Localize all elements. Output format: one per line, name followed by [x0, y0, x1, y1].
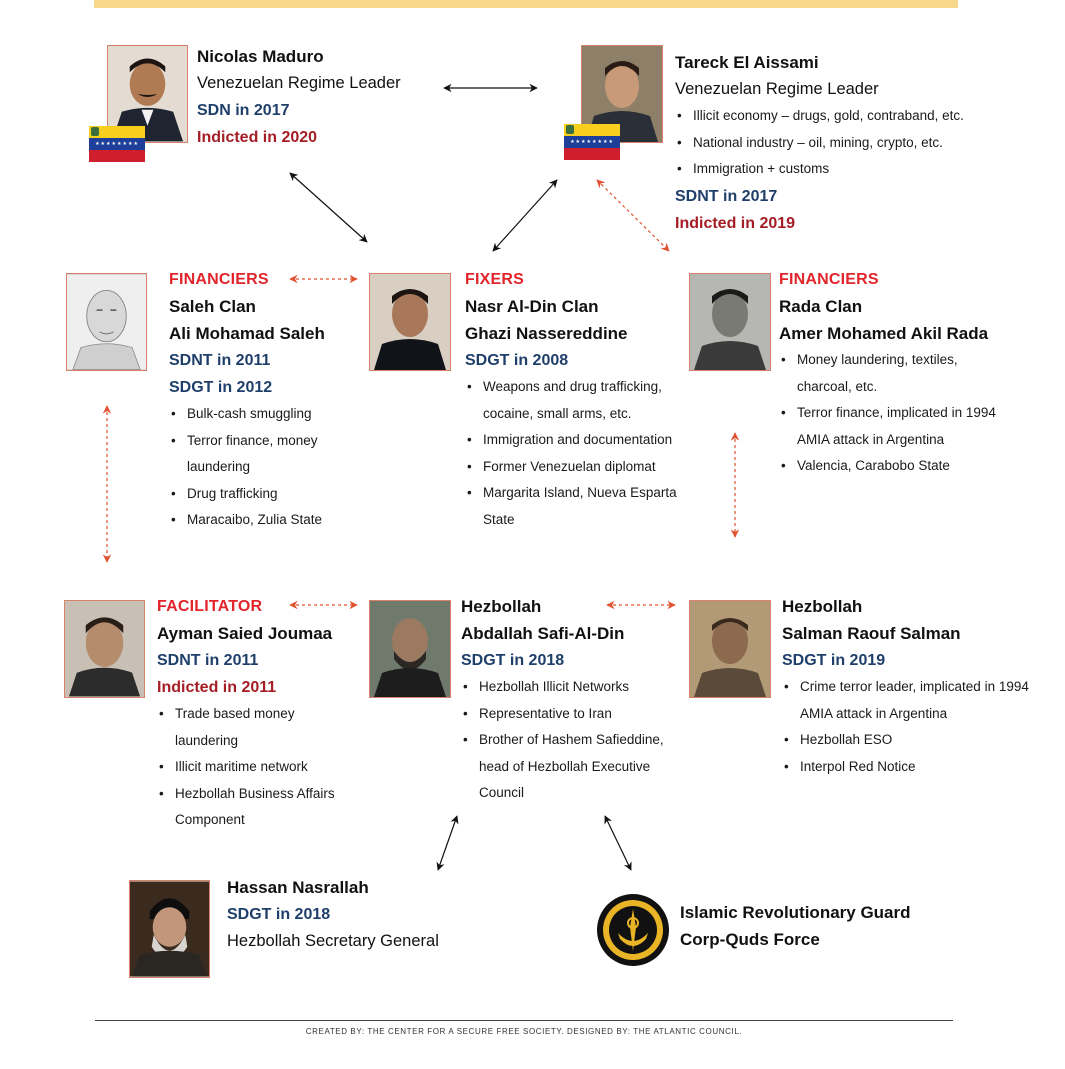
maduro-name: Nicolas Maduro [197, 47, 324, 66]
safialdin-name: Abdallah Safi-Al-Din [461, 624, 625, 643]
maduro-role: Venezuelan Regime Leader [197, 74, 401, 92]
safialdin-bullet: Brother of Hashem Safieddine, head of He… [461, 727, 686, 807]
nasrallah-designation: SDGT in 2018 [227, 906, 331, 923]
link-safialdin-nasrallah [436, 815, 459, 871]
maduro-photo [107, 45, 188, 143]
joumaa-category: FACILITATOR [157, 598, 263, 615]
rada-photo [689, 273, 771, 371]
joumaa-photo [64, 600, 145, 698]
aissami-bullet: Immigration + customs [675, 156, 1055, 183]
nasreddine-block: FIXERS Nasr Al-Din Clan Ghazi Nassereddi… [465, 266, 685, 533]
nasrallah-role: Hezbollah Secretary General [227, 932, 439, 950]
aissami-block: Tareck El Aissami Venezuelan Regime Lead… [675, 49, 1055, 237]
aissami-role: Venezuelan Regime Leader [675, 80, 879, 98]
maduro-designation: SDN in 2017 [197, 102, 290, 119]
salman-photo [689, 600, 771, 698]
nasreddine-designation: SDGT in 2008 [465, 352, 569, 369]
safialdin-block: Hezbollah Abdallah Safi-Al-Din SDGT in 2… [461, 593, 691, 807]
nasreddine-group: Nasr Al-Din Clan [465, 297, 599, 316]
rada-bullet: Terror finance, implicated in 1994 AMIA … [779, 400, 1024, 453]
rada-block: FINANCIERS Rada Clan Amer Mohamed Akil R… [779, 266, 1039, 480]
rada-category: FINANCIERS [779, 271, 879, 288]
saleh-group: Saleh Clan [169, 297, 256, 316]
nasreddine-bullet: Immigration and documentation [465, 427, 680, 454]
nasreddine-photo [369, 273, 451, 371]
maduro-indictment: Indicted in 2020 [197, 129, 318, 146]
nasreddine-bullet: Former Venezuelan diplomat [465, 454, 680, 481]
joumaa-designation: SDNT in 2011 [157, 652, 259, 669]
saleh-block: FINANCIERS Saleh Clan Ali Mohamad Saleh … [169, 266, 359, 534]
safialdin-bullets: Hezbollah Illicit Networks Representativ… [461, 674, 686, 807]
top-accent-bar [94, 0, 958, 8]
aissami-bullet: Illicit economy – drugs, gold, contraban… [675, 103, 1055, 130]
salman-bullet: Interpol Red Notice [782, 754, 1032, 781]
venezuela-flag-icon: ★★★★★★★★ [89, 126, 145, 162]
safialdin-bullet: Hezbollah Illicit Networks [461, 674, 686, 701]
nasrallah-photo [129, 880, 210, 978]
salman-bullets: Crime terror leader, implicated in 1994 … [782, 674, 1032, 780]
irgc-emblem-icon [596, 893, 670, 967]
nasreddine-name: Ghazi Nassereddine [465, 324, 628, 343]
link-aissami-rada [596, 179, 670, 252]
rada-bullet: Valencia, Carabobo State [779, 453, 1024, 480]
saleh-bullet: Maracaibo, Zulia State [169, 507, 349, 534]
safialdin-bullet: Representative to Iran [461, 701, 686, 728]
venezuela-flag-icon: ★★★★★★★★ [564, 124, 620, 160]
nasrallah-name: Hassan Nasrallah [227, 878, 369, 897]
joumaa-bullet: Hezbollah Business Affairs Component [157, 781, 365, 834]
nasrallah-block: Hassan Nasrallah SDGT in 2018 Hezbollah … [227, 874, 487, 955]
nasreddine-bullet: Margarita Island, Nueva Esparta State [465, 480, 680, 533]
salman-bullet: Crime terror leader, implicated in 1994 … [782, 674, 1032, 727]
rada-group: Rada Clan [779, 297, 863, 316]
salman-block: Hezbollah Salman Raouf Salman SDGT in 20… [782, 593, 1037, 780]
saleh-bullet: Drug trafficking [169, 481, 349, 508]
salman-name: Salman Raouf Salman [782, 624, 961, 643]
joumaa-bullet: Trade based money laundering [157, 701, 335, 754]
rada-bullets: Money laundering, textiles, charcoal, et… [779, 347, 1024, 480]
salman-bullet: Hezbollah ESO [782, 727, 1032, 754]
link-aissami-nasreddine [492, 179, 558, 252]
saleh-photo [66, 273, 147, 371]
safialdin-photo [369, 600, 451, 698]
safialdin-designation: SDGT in 2018 [461, 652, 565, 669]
joumaa-indictment: Indicted in 2011 [157, 679, 277, 696]
safialdin-group: Hezbollah [461, 597, 542, 616]
saleh-bullet: Bulk-cash smuggling [169, 401, 349, 428]
irgc-block: Islamic Revolutionary Guard Corp-Quds Fo… [680, 899, 960, 953]
saleh-category: FINANCIERS [169, 271, 269, 288]
aissami-name: Tareck El Aissami [675, 53, 819, 72]
joumaa-name: Ayman Saied Joumaa [157, 624, 333, 643]
irgc-name-line2: Corp-Quds Force [680, 930, 820, 949]
salman-designation: SDGT in 2019 [782, 652, 886, 669]
link-maduro-nasreddine [289, 172, 368, 243]
aissami-designation: SDNT in 2017 [675, 187, 778, 205]
joumaa-bullets: Trade based money laundering Illicit mar… [157, 701, 357, 834]
salman-group: Hezbollah [782, 597, 863, 616]
irgc-name-line1: Islamic Revolutionary Guard [680, 903, 911, 922]
saleh-bullets: Bulk-cash smuggling Terror finance, mone… [169, 401, 349, 534]
saleh-name: Ali Mohamad Saleh [169, 324, 325, 343]
saleh-bullet: Terror finance, money laundering [169, 428, 349, 481]
joumaa-bullet: Illicit maritime network [157, 754, 357, 781]
joumaa-block: FACILITATOR Ayman Saied Joumaa SDNT in 2… [157, 593, 367, 834]
link-safialdin-irgc [604, 815, 632, 871]
nasreddine-bullets: Weapons and drug trafficking, cocaine, s… [465, 374, 680, 533]
aissami-bullets: Illicit economy – drugs, gold, contraban… [675, 103, 1055, 183]
nasreddine-category: FIXERS [465, 271, 524, 288]
aissami-indictment: Indicted in 2019 [675, 214, 796, 232]
nasreddine-bullet: Weapons and drug trafficking, cocaine, s… [465, 374, 680, 427]
saleh-designation: SDNT in 2011 [169, 352, 271, 369]
rada-name: Amer Mohamed Akil Rada [779, 324, 989, 343]
footer-credit: CREATED BY: THE CENTER FOR A SECURE FREE… [305, 1027, 743, 1036]
aissami-bullet: National industry – oil, mining, crypto,… [675, 130, 1055, 157]
rada-bullet: Money laundering, textiles, charcoal, et… [779, 347, 987, 400]
saleh-designation: SDGT in 2012 [169, 379, 273, 396]
maduro-block: Nicolas Maduro Venezuelan Regime Leader … [197, 43, 401, 151]
footer-divider [95, 1020, 953, 1021]
